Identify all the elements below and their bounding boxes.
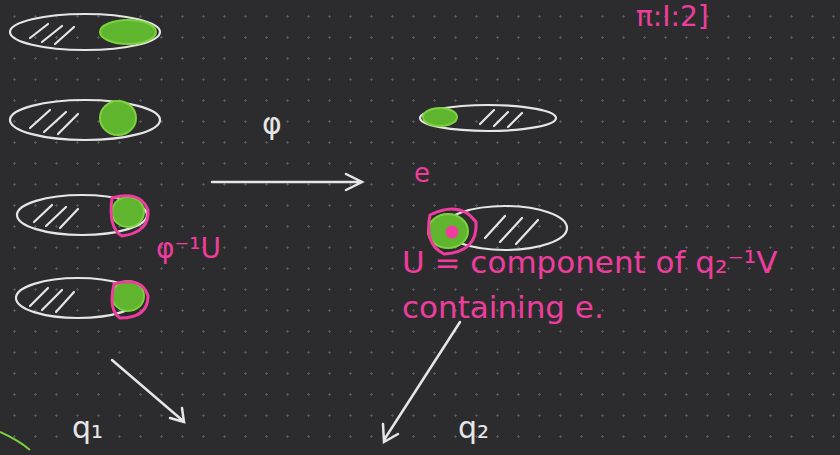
hatch — [480, 110, 522, 127]
map-name: q₂ — [458, 410, 489, 446]
phi-arrow — [212, 174, 362, 190]
sheet-ellipse — [10, 100, 160, 140]
green-patch — [112, 197, 144, 227]
green-patch — [100, 101, 136, 135]
hatch — [30, 24, 74, 44]
green-patch — [423, 108, 457, 126]
point-e — [447, 227, 457, 237]
hatch — [34, 205, 78, 228]
green-patch — [428, 214, 468, 248]
point-name: e — [414, 158, 430, 189]
q1-arrow — [112, 360, 184, 422]
green-stroke — [0, 432, 30, 450]
preimage-outline — [112, 282, 148, 318]
map-name: φ — [262, 106, 282, 142]
preimage-label: φ⁻¹U — [156, 232, 221, 266]
base-ellipse — [420, 105, 556, 131]
sheet-ellipse — [10, 14, 160, 50]
green-patch — [100, 20, 156, 44]
hatch — [485, 216, 538, 244]
sheet-ellipse — [17, 195, 147, 235]
hatch — [30, 288, 74, 312]
map-name: q₁ — [72, 410, 103, 446]
corner-note: π:I:2] — [636, 0, 709, 34]
q2-arrow — [383, 322, 460, 442]
preimage-outline — [111, 196, 148, 236]
hatch — [30, 110, 78, 134]
note-text: U = component of q₂⁻¹V containing e. — [402, 240, 822, 330]
